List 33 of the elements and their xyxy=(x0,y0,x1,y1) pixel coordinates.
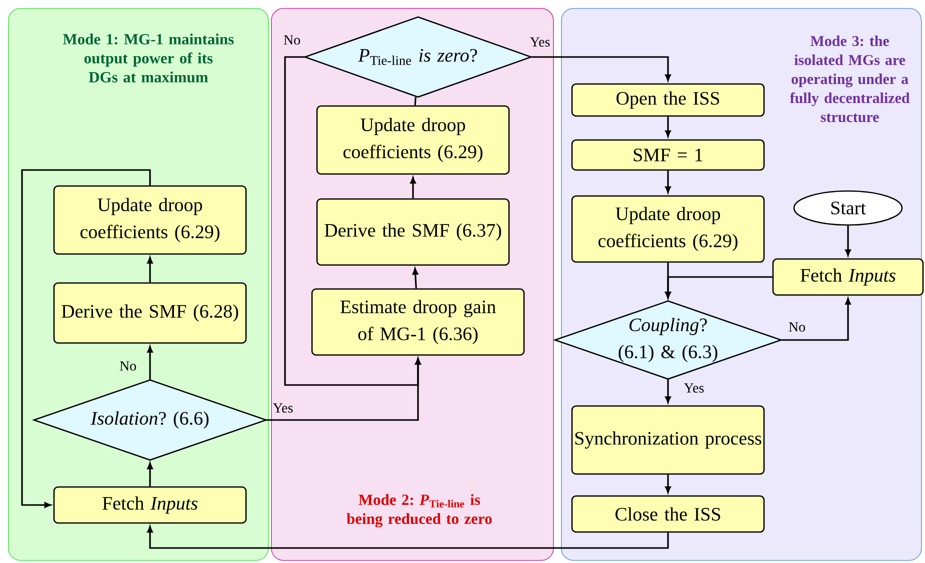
arrow xyxy=(665,474,671,493)
process-box: Fetch Inputs xyxy=(772,258,924,296)
process-box: Open the ISS xyxy=(571,83,765,117)
edge-label: No xyxy=(284,35,300,45)
process-box: Update droop coefficients (6.29) xyxy=(53,185,247,255)
process-box: Derive the SMF (6.28) xyxy=(53,282,247,344)
arrow xyxy=(412,268,418,288)
arrow xyxy=(147,462,153,486)
process-box: Update droop coefficients (6.29) xyxy=(316,105,510,175)
edge-label: Yes xyxy=(272,403,293,413)
arrow xyxy=(665,276,772,298)
process-box: Estimate droop gain of MG-1 (6.36) xyxy=(311,288,525,356)
arrow xyxy=(781,298,851,341)
edge-label: No xyxy=(788,322,806,332)
arrow xyxy=(410,177,416,198)
arrow xyxy=(21,169,151,508)
arrow xyxy=(147,526,669,549)
arrow xyxy=(284,56,421,386)
arrow xyxy=(147,346,153,380)
arrow xyxy=(665,170,671,193)
arrow xyxy=(147,257,153,282)
edge-label: No xyxy=(120,361,136,371)
arrow xyxy=(665,379,671,403)
process-box: Synchronization process xyxy=(571,405,765,475)
process-box: Close the ISS xyxy=(571,495,765,533)
arrow xyxy=(531,56,671,81)
process-box: Fetch Inputs xyxy=(53,486,247,524)
arrow xyxy=(665,116,671,137)
process-box: Derive the SMF (6.37) xyxy=(316,198,510,266)
process-box: Update droop coefficients (6.29) xyxy=(571,195,765,263)
arrow xyxy=(845,226,851,256)
process-box: SMF = 1 xyxy=(571,139,765,171)
edge-label: Yes xyxy=(684,383,704,393)
